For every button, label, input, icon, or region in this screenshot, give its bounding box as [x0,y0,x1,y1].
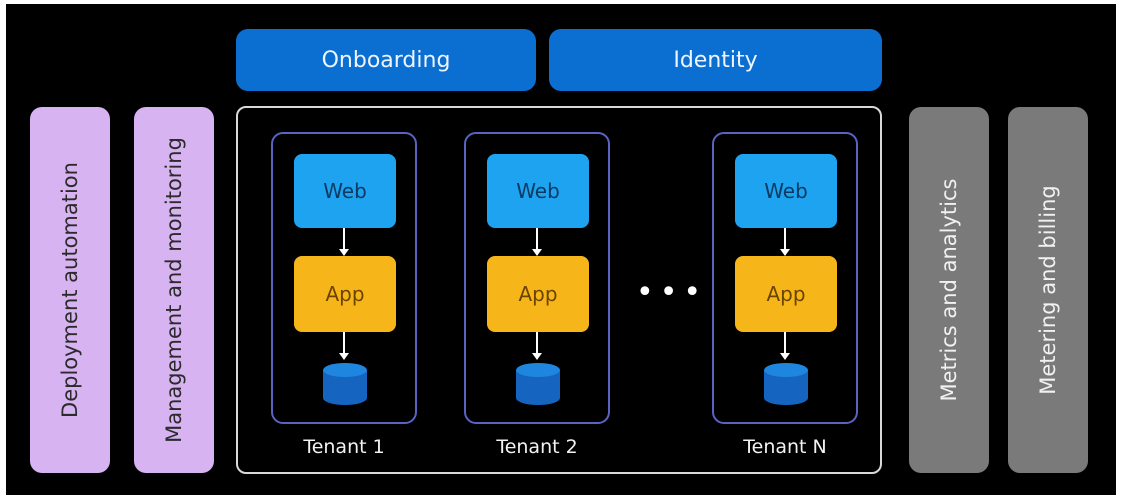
metering-billing-bar: Metering and billing [1008,107,1088,473]
metrics-analytics-label: Metrics and analytics [937,178,961,402]
tenant-stack-2: Web App [464,132,610,424]
tenant-stack-1: Web App [271,132,417,424]
web-tier: Web [487,154,589,228]
app-tier: App [487,256,589,332]
web-label: Web [764,179,808,203]
deployment-automation-bar: Deployment automation [30,107,110,473]
metrics-analytics-bar: Metrics and analytics [909,107,989,473]
arrow-down-icon [780,332,790,360]
management-monitoring-bar: Management and monitoring [134,107,214,473]
tenant-2-label: Tenant 2 [496,436,578,458]
tenant-n-label: Tenant N [743,436,827,458]
diagram-canvas: Onboarding Identity Deployment automatio… [6,4,1116,495]
tenant-stack-n: Web App [712,132,858,424]
app-label: App [518,282,558,306]
onboarding-label: Onboarding [321,47,451,73]
database-icon [764,363,808,405]
identity-bar: Identity [549,29,882,91]
app-label: App [766,282,806,306]
app-tier: App [294,256,396,332]
database-icon [516,363,560,405]
metering-billing-label: Metering and billing [1036,185,1060,395]
deployment-automation-label: Deployment automation [58,162,82,418]
database-icon [323,363,367,405]
tenant-1-label: Tenant 1 [303,436,385,458]
arrow-down-icon [780,228,790,256]
web-label: Web [323,179,367,203]
web-tier: Web [294,154,396,228]
management-monitoring-label: Management and monitoring [162,137,186,443]
web-label: Web [516,179,560,203]
web-tier: Web [735,154,837,228]
arrow-down-icon [532,332,542,360]
onboarding-bar: Onboarding [236,29,536,91]
arrow-down-icon [339,228,349,256]
app-tier: App [735,256,837,332]
arrow-down-icon [339,332,349,360]
arrow-down-icon [532,228,542,256]
tenants-container: Web App Tenant 1 Web App [236,106,882,474]
ellipsis-icon: ••• [636,275,708,310]
identity-label: Identity [673,47,758,73]
app-label: App [325,282,365,306]
